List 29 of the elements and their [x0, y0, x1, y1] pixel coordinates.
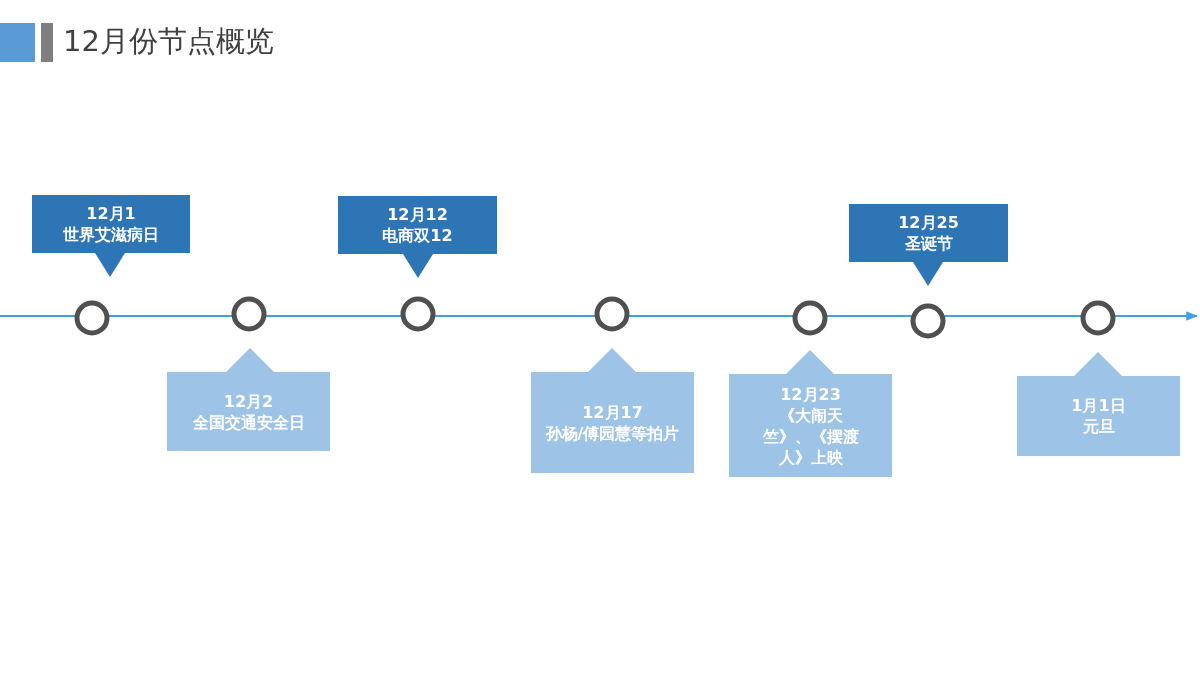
date-callout: [849, 204, 1008, 286]
page-title: 12月份节点概览: [63, 23, 274, 60]
timeline-marker-circle: [594, 296, 630, 332]
timeline-marker-circle: [74, 300, 110, 336]
date-callout: [32, 195, 190, 277]
date-callout: [729, 350, 892, 477]
event-label: 全国交通安全日: [192, 411, 305, 433]
date-label: 12月23: [780, 383, 841, 405]
date-label: 12月12: [387, 204, 448, 225]
event-label: 圣诞节: [904, 233, 953, 254]
event-label: 世界艾滋病日: [63, 224, 159, 245]
date-callout: [338, 196, 497, 278]
date-callout: [1017, 352, 1180, 456]
timeline-marker-circle: [400, 296, 436, 332]
timeline-marker-circle: [1080, 300, 1116, 336]
date-label: 12月2: [223, 390, 274, 412]
timeline-marker-circle: [792, 300, 828, 336]
event-label: 元旦: [1082, 416, 1115, 437]
timeline-marker-circle: [231, 296, 267, 332]
date-label: 12月17: [582, 401, 643, 423]
date-callout: [167, 348, 330, 451]
date-label: 1月1日: [1071, 395, 1126, 416]
timeline-marker-circle: [910, 303, 946, 339]
date-label: 12月1: [86, 203, 136, 224]
event-label: 孙杨/傅园慧等拍片: [545, 422, 680, 444]
date-label: 12月25: [898, 212, 959, 233]
event-label: 《大闹天竺》、《摆渡人》上映: [761, 404, 860, 468]
date-callout: [531, 348, 694, 473]
event-label: 电商双12: [382, 225, 453, 246]
